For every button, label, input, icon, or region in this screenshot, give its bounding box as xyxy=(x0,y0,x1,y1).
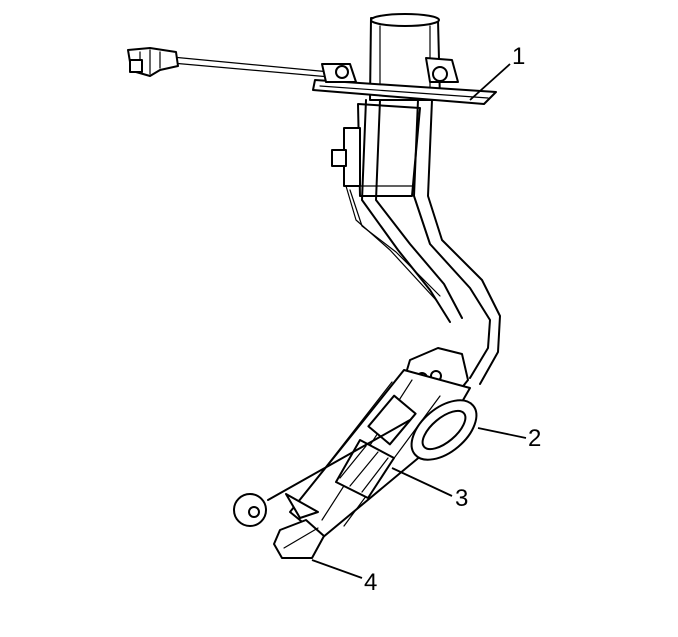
fuel-pump xyxy=(335,394,417,499)
callout-label-2: 2 xyxy=(528,425,541,452)
callout-1: 1 xyxy=(469,43,525,101)
fuel-level-float xyxy=(410,399,478,461)
float-arm xyxy=(233,419,411,527)
electrical-connector xyxy=(127,47,331,78)
sender-body xyxy=(331,103,421,197)
callout-3: 3 xyxy=(391,467,468,512)
callout-label-4: 4 xyxy=(364,569,377,596)
callout-label-3: 3 xyxy=(455,485,468,512)
callout-4: 4 xyxy=(311,559,377,596)
callout-2: 2 xyxy=(477,425,541,452)
callout-label-1: 1 xyxy=(512,43,525,70)
fuel-strainer xyxy=(273,519,325,559)
support-tubes xyxy=(345,99,501,385)
mounting-flange xyxy=(312,57,497,105)
